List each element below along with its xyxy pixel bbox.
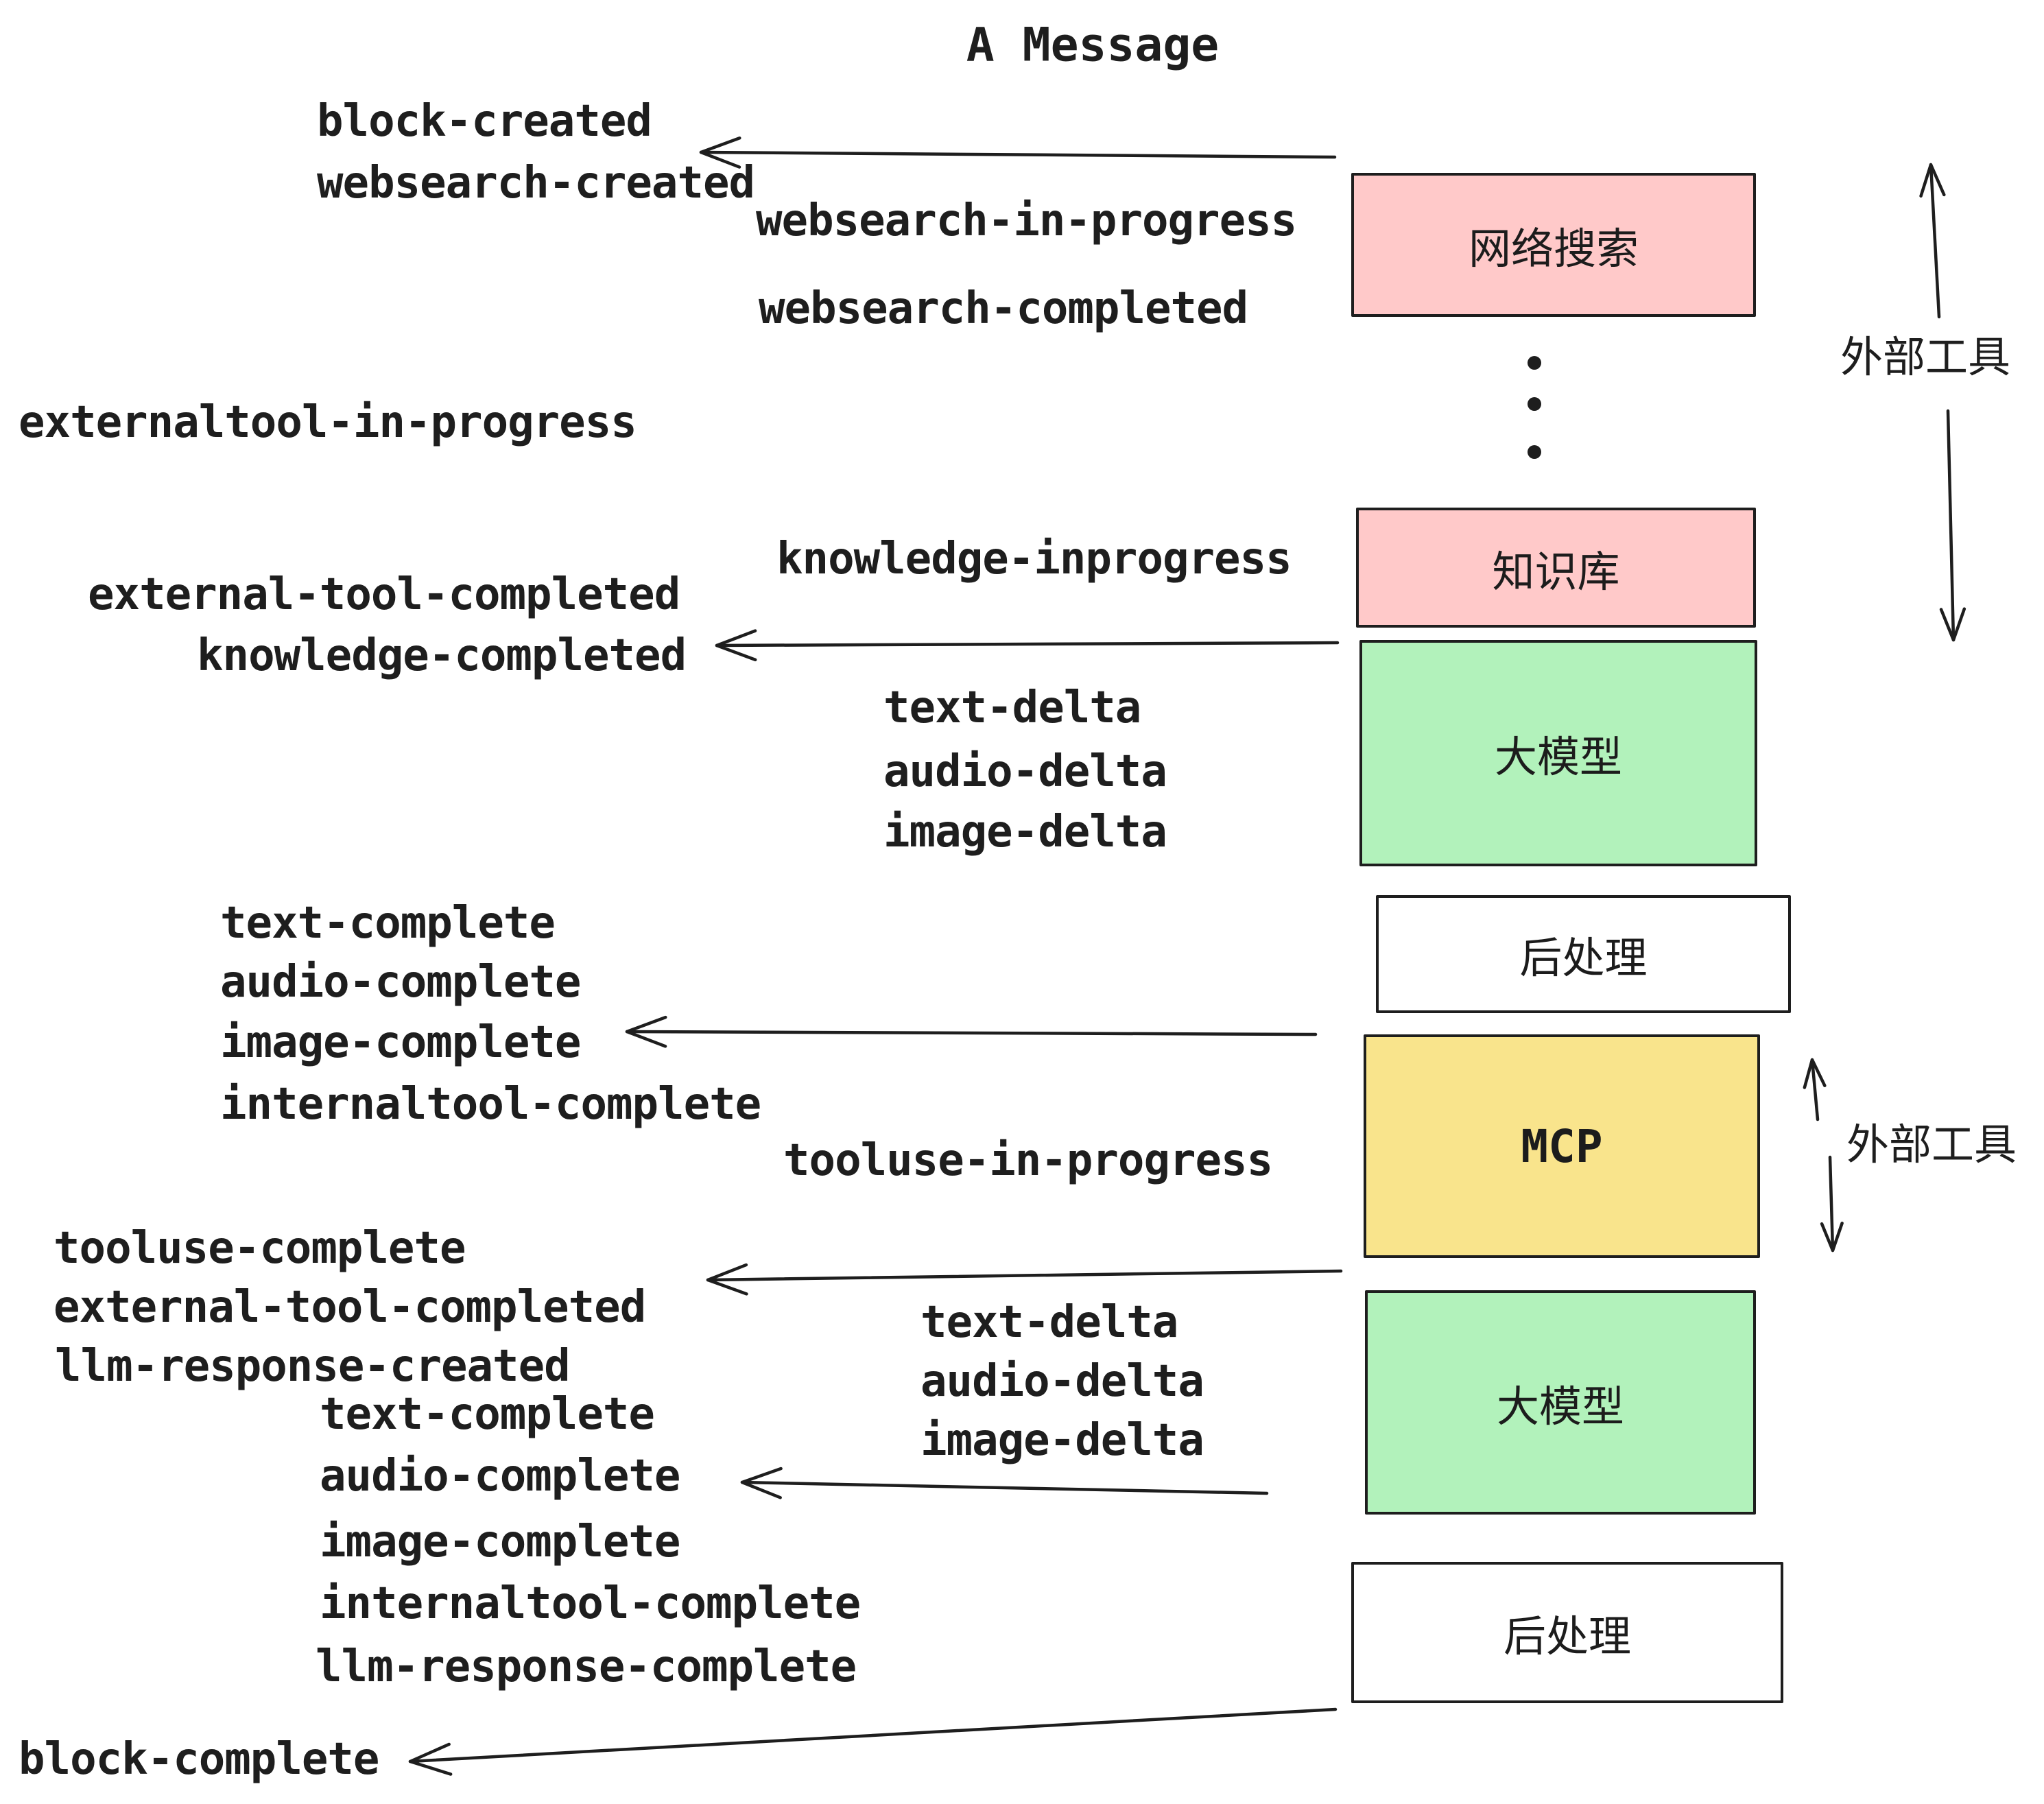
- event-label-llm-response-complete: llm-response-complete: [316, 1641, 857, 1692]
- box-post-bottom-label: 后处理: [1503, 1611, 1631, 1661]
- event-label-audio-complete-1: audio-complete: [220, 957, 581, 1008]
- arrow-tooluse-complete: [706, 1269, 1343, 1282]
- event-label-knowledge-inprogress: knowledge-inprogress: [776, 534, 1292, 584]
- arrow-knowledge-completed-head: [715, 629, 757, 662]
- box-mcp: MCP: [1364, 1034, 1760, 1258]
- box-llm-bottom: 大模型: [1365, 1290, 1756, 1515]
- event-label-externaltool-in-progress: externaltool-in-progress: [19, 397, 637, 448]
- event-label-internaltool-complete-2: internaltool-complete: [320, 1578, 861, 1629]
- event-label-image-complete-1: image-complete: [220, 1017, 581, 1068]
- arrow-audio-complete-head: [740, 1467, 783, 1499]
- event-label-text-complete-2: text-complete: [320, 1389, 655, 1440]
- arrow-block-complete: [408, 1707, 1338, 1764]
- event-label-image-complete-2: image-complete: [320, 1517, 680, 1567]
- event-label-image-delta-2: image-delta: [920, 1415, 1204, 1466]
- event-label-audio-delta-1: audio-delta: [883, 746, 1167, 797]
- arrow-block-created: [699, 150, 1337, 159]
- arrow-external-tools-top-down: [1946, 409, 1956, 642]
- arrow-image-complete: [625, 1030, 1318, 1036]
- box-llm-top-label: 大模型: [1494, 732, 1622, 782]
- event-label-knowledge-completed: knowledge-completed: [197, 630, 687, 681]
- event-label-block-complete: block-complete: [19, 1734, 379, 1785]
- event-label-text-delta-2: text-delta: [920, 1297, 1178, 1348]
- event-label-text-delta-1: text-delta: [883, 683, 1141, 733]
- event-label-websearch-completed: websearch-completed: [759, 283, 1248, 334]
- event-label-llm-response-created: llm-response-created: [55, 1341, 571, 1392]
- box-post-bottom: 后处理: [1351, 1562, 1783, 1703]
- arrow-external-tools-bottom-up: [1810, 1058, 1820, 1121]
- ellipsis-dot: [1528, 397, 1541, 411]
- box-post-top-label: 后处理: [1519, 933, 1648, 983]
- diagram-title: A Message: [966, 18, 1220, 73]
- arrow-image-complete-head: [625, 1015, 667, 1048]
- arrow-audio-complete: [740, 1480, 1269, 1495]
- side-label-external-tools-bottom: 外部工具: [1846, 1119, 2017, 1170]
- ellipsis-dot: [1528, 356, 1541, 370]
- event-label-internaltool-complete-1: internaltool-complete: [220, 1079, 761, 1130]
- arrow-block-created-head: [699, 137, 741, 169]
- event-label-audio-complete-2: audio-complete: [320, 1451, 680, 1502]
- event-label-websearch-in-progress: websearch-in-progress: [756, 195, 1297, 246]
- event-label-websearch-created: websearch-created: [317, 158, 755, 209]
- ellipsis-dot: [1528, 445, 1541, 459]
- arrow-block-complete-head: [408, 1742, 453, 1776]
- box-knowledge: 知识库: [1356, 508, 1756, 628]
- event-label-block-created: block-created: [317, 96, 652, 147]
- arrow-external-tools-bottom-down: [1828, 1155, 1835, 1253]
- box-websearch-label: 网络搜索: [1468, 224, 1639, 274]
- event-label-tooluse-in-progress: tooluse-in-progress: [783, 1135, 1273, 1186]
- box-mcp-label: MCP: [1521, 1119, 1603, 1173]
- event-label-external-tool-completed-2: external-tool-completed: [54, 1282, 646, 1333]
- box-knowledge-label: 知识库: [1492, 546, 1620, 597]
- side-label-external-tools-top: 外部工具: [1840, 332, 2011, 382]
- event-label-audio-delta-2: audio-delta: [920, 1356, 1204, 1407]
- event-label-external-tool-completed-1: external-tool-completed: [88, 569, 680, 620]
- box-post-top: 后处理: [1376, 895, 1791, 1013]
- box-llm-bottom-label: 大模型: [1496, 1381, 1624, 1432]
- event-label-text-complete-1: text-complete: [220, 898, 556, 949]
- event-label-image-delta-1: image-delta: [883, 807, 1167, 857]
- arrow-external-tools-bottom-down-head: [1820, 1222, 1844, 1253]
- arrow-external-tools-top-down-head: [1939, 607, 1966, 642]
- box-llm-top: 大模型: [1359, 640, 1757, 866]
- arrow-external-tools-bottom-up-head: [1803, 1058, 1827, 1089]
- arrow-external-tools-top-up-head: [1919, 163, 1946, 198]
- event-label-tooluse-complete: tooluse-complete: [54, 1223, 466, 1274]
- box-websearch: 网络搜索: [1351, 173, 1756, 317]
- arrow-tooluse-complete-head: [706, 1263, 748, 1296]
- arrow-external-tools-top-up: [1929, 163, 1941, 319]
- arrow-knowledge-completed: [715, 641, 1340, 648]
